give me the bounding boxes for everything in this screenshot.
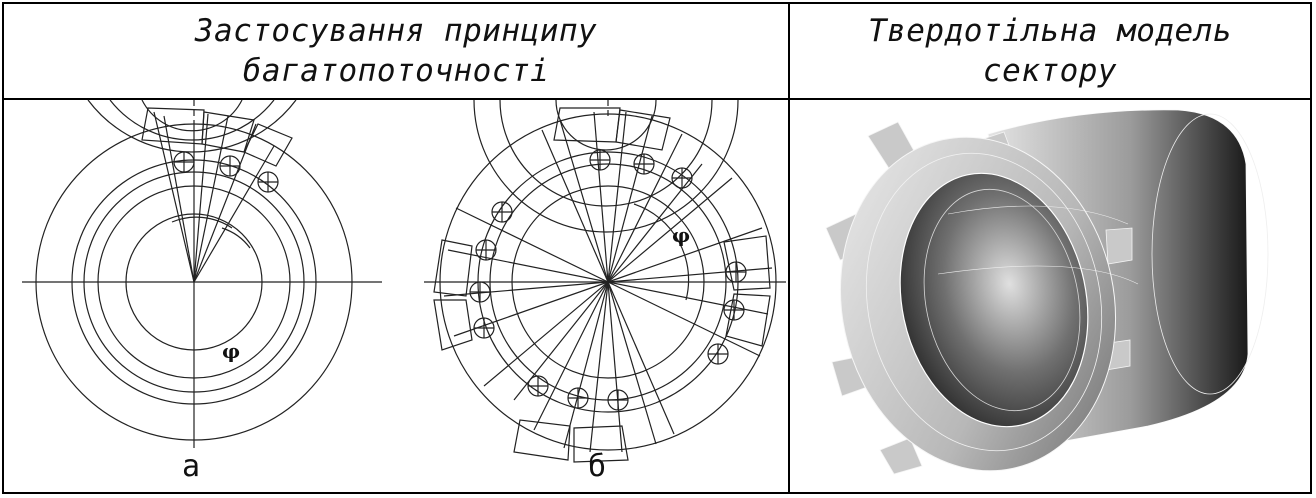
header-left-line1: Застосування принципу [194, 13, 598, 49]
caption-a: а [182, 449, 201, 484]
caption-b: б [588, 449, 607, 484]
header-right-line2: сектору [982, 53, 1118, 89]
header-divider [4, 98, 1310, 100]
tooth-segment-1 [141, 107, 205, 145]
drawing-a: φ [22, 99, 382, 448]
upper-wheel-arc-outer [87, 99, 297, 153]
tooth-4 [879, 437, 923, 475]
drawing-b: φ [424, 99, 786, 463]
solid-model-render [825, 109, 1269, 475]
header-left-line2: багатопоточності [242, 53, 550, 89]
upper-wheel-arc-inner [109, 99, 275, 141]
angle-symbol-b: φ [672, 223, 690, 247]
bore [899, 172, 1089, 428]
header-multithreading: Застосування принципу багатопоточності [4, 4, 788, 98]
upper-wheel-arc-inner-b [499, 99, 713, 207]
angle-symbol-a: φ [222, 339, 240, 363]
tooth-segment-2 [201, 111, 255, 153]
tooth-7 [1105, 227, 1133, 265]
upper-wheel-arc-small [141, 99, 243, 132]
header-solid-model: Твердотільна модель сектору [790, 4, 1310, 98]
column-divider [788, 4, 790, 492]
header-right-line1: Твердотільна модель [867, 13, 1233, 49]
